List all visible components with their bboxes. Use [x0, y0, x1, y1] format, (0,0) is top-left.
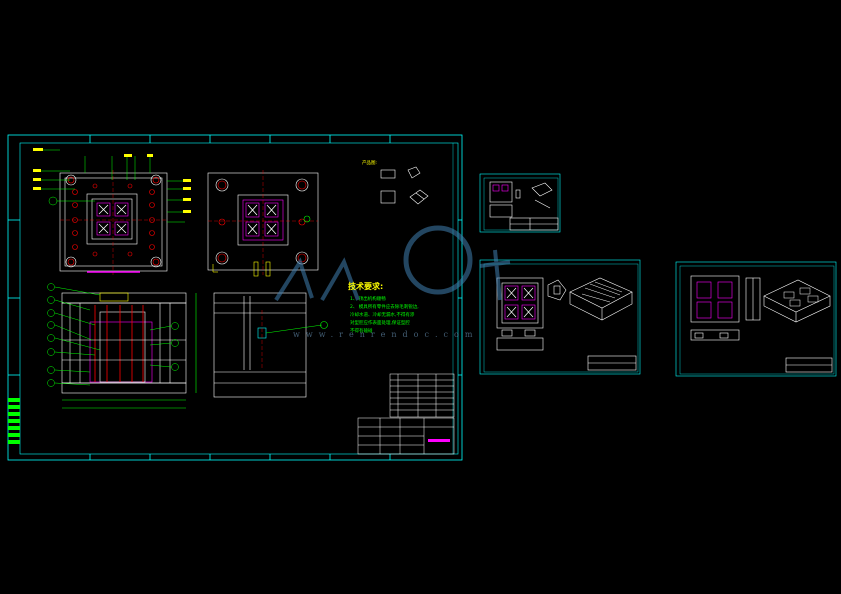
side-revision-blocks [8, 398, 20, 444]
detail-sheet-b [479, 259, 641, 375]
title-block [357, 417, 455, 455]
watermark-logo [274, 225, 511, 302]
section-view-callouts [47, 283, 179, 387]
assembly-section-view [61, 292, 197, 409]
tech-note-line-2: 2、 模具所有零件应去除毛刺锐边, [350, 305, 419, 310]
tech-note-line-5: 不得有磕碰 [350, 329, 373, 334]
detail-sheet-c [675, 261, 837, 377]
tech-requirements-title: 技术要求: [348, 282, 384, 291]
main-assembly-sheet [7, 134, 463, 461]
moving-half-plan-view [207, 170, 319, 277]
product-thumbnails [380, 166, 429, 205]
tech-note-line-3: 冷却水道、冷却无漏水,不得有渗 [350, 313, 415, 318]
detail-sheet-a [479, 173, 561, 233]
product-label: 产品图: [362, 161, 378, 166]
watermark-url: www.renrendoc.com [293, 330, 479, 339]
fixed-half-plan-view [59, 170, 168, 275]
plan-view-small-labels [33, 148, 191, 213]
parts-list-table [389, 373, 455, 418]
tech-note-line-4: 对型腔应作表面处理,保证型腔 [350, 321, 410, 326]
tech-note-line-1: 1、 顶出机构顺畅 [350, 297, 386, 302]
side-section-view [213, 292, 328, 398]
